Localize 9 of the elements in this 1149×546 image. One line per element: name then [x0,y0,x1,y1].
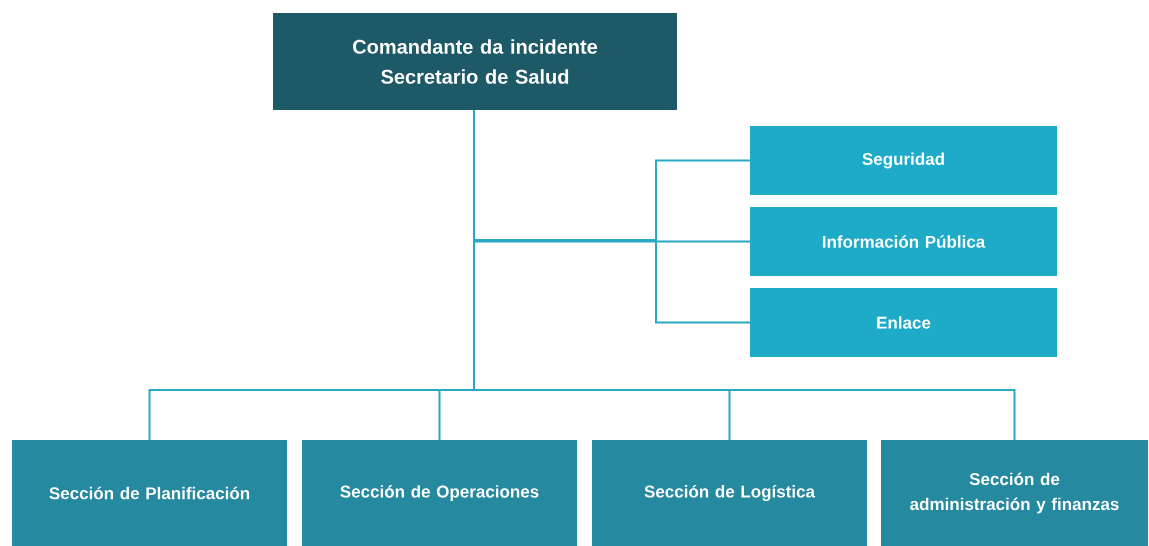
org-box: Seguridad [750,126,1057,195]
org-box: Sección de Logística [592,440,867,546]
org-box: Sección de administración y finanzas [881,440,1148,546]
org-box: Información Pública [750,207,1057,276]
org-box: Sección de Planificación [12,440,287,546]
connector-line [473,109,1016,441]
org-box: Enlace [750,288,1057,357]
org-box: Sección de Operaciones [302,440,577,546]
org-box: Comandante da incidente Secretario de Salud [273,13,677,110]
